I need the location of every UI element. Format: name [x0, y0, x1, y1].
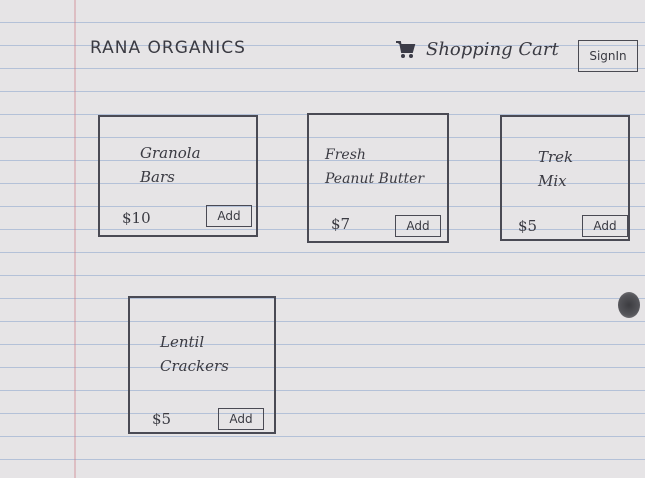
- product-card: Trek Mix $5 Add: [500, 115, 630, 241]
- add-to-cart-button[interactable]: Add: [582, 215, 628, 237]
- product-card: Granola Bars $10 Add: [98, 115, 258, 237]
- product-card: Fresh Peanut Butter $7 Add: [307, 113, 449, 243]
- product-name: Lentil Crackers: [160, 333, 229, 375]
- product-card: Lentil Crackers $5 Add: [128, 296, 276, 434]
- product-price: $10: [122, 209, 151, 227]
- add-to-cart-button[interactable]: Add: [395, 215, 441, 237]
- add-to-cart-button[interactable]: Add: [206, 205, 252, 227]
- brand-logo[interactable]: RANA ORGANICS: [90, 38, 246, 58]
- product-price: $7: [331, 215, 351, 233]
- shopping-cart-icon: [396, 41, 416, 58]
- add-to-cart-button[interactable]: Add: [218, 408, 264, 430]
- product-price: $5: [152, 410, 172, 428]
- product-name: Granola Bars: [140, 144, 201, 186]
- shopping-cart-label: Shopping Cart: [426, 38, 559, 60]
- sign-in-button[interactable]: SignIn: [578, 40, 638, 72]
- product-name: Fresh Peanut Butter: [325, 147, 425, 187]
- product-name: Trek Mix: [538, 148, 574, 190]
- product-price: $5: [518, 217, 538, 235]
- binder-hole: [618, 292, 640, 318]
- shopping-cart-link[interactable]: Shopping Cart: [394, 38, 559, 60]
